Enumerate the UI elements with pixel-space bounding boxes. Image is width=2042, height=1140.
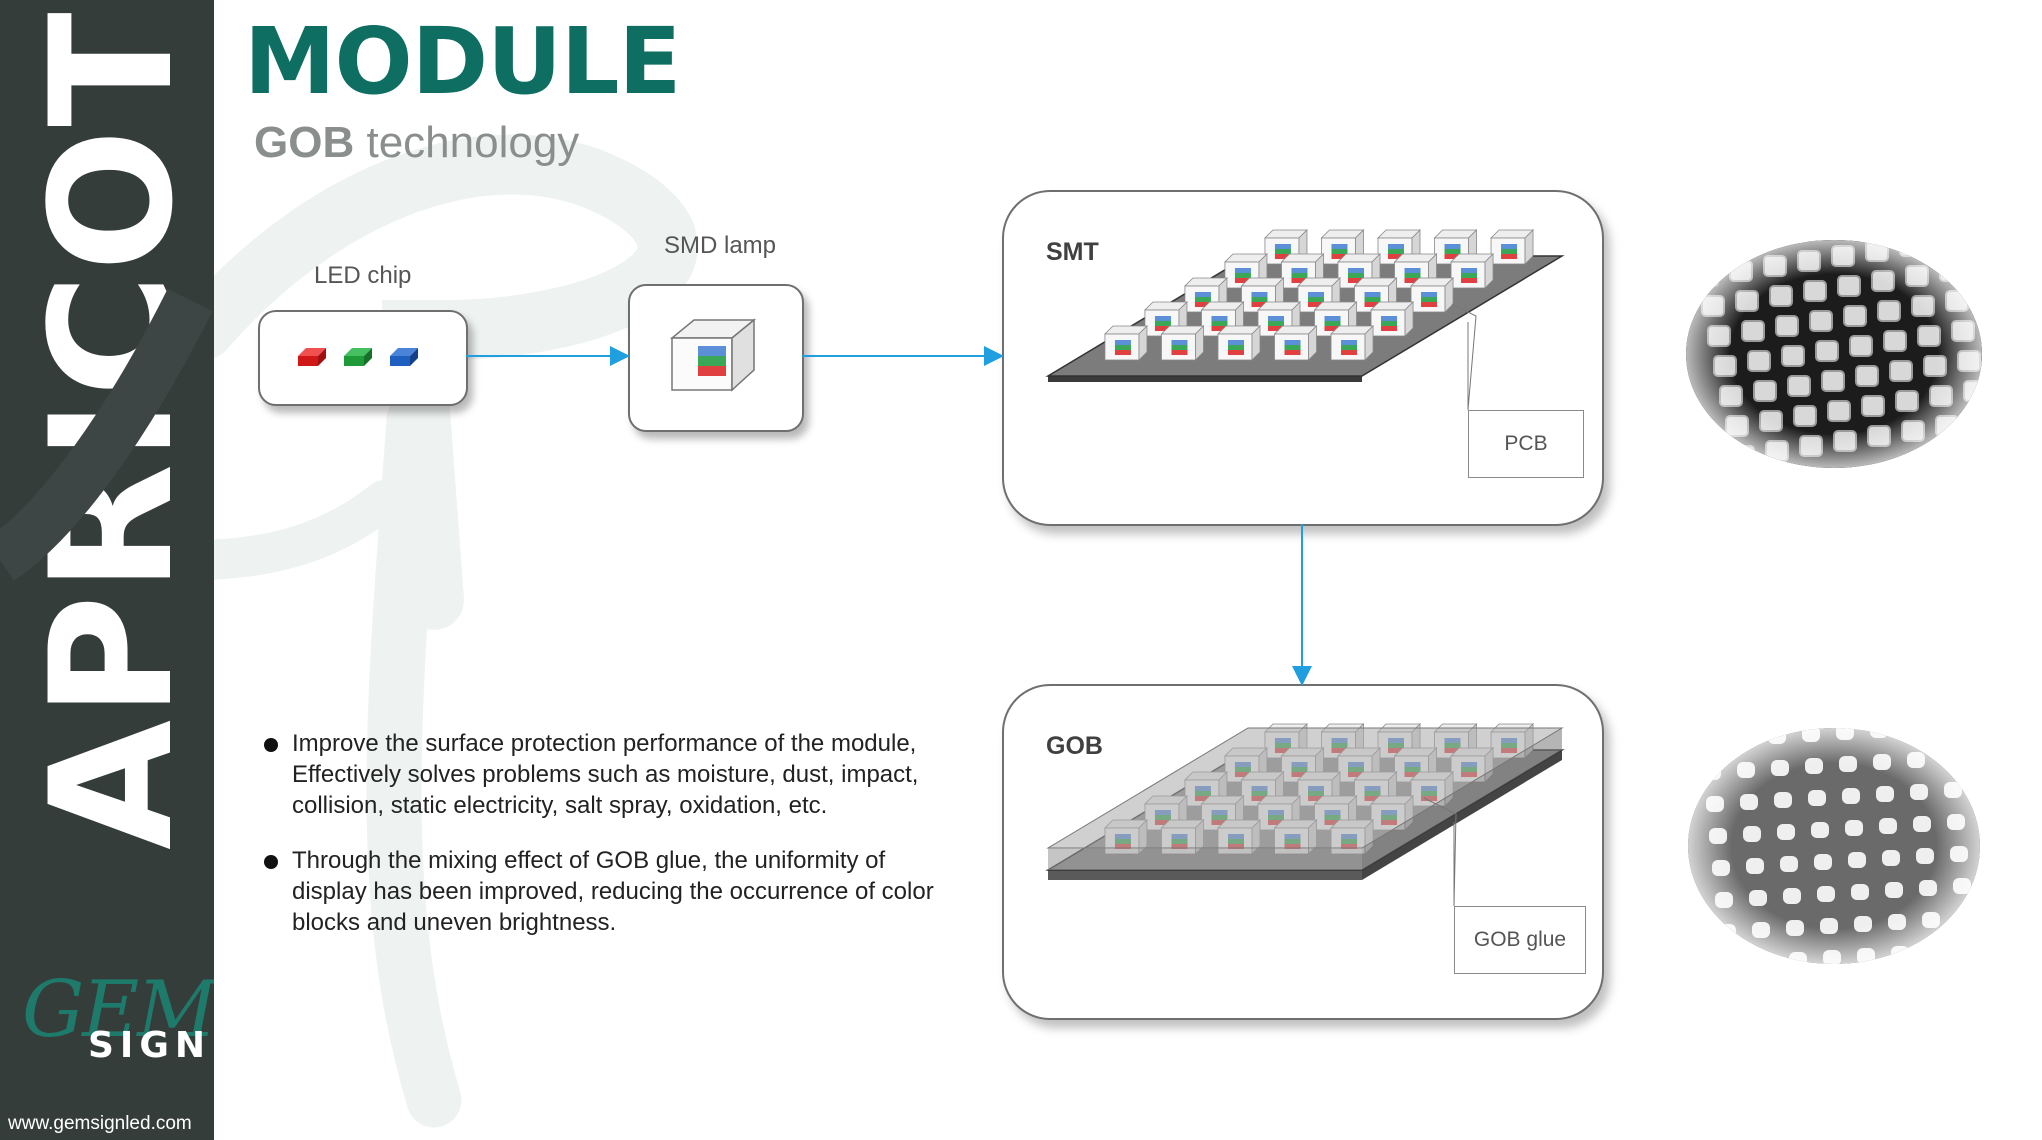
blue-chip <box>390 348 418 366</box>
feature-list: Improve the surface protection performan… <box>264 728 944 962</box>
smt-panel: SMT PCB <box>1002 190 1604 526</box>
gob-glue-callout: GOB glue <box>1454 906 1586 974</box>
green-chip <box>344 348 372 366</box>
smt-board <box>1045 229 1565 411</box>
smd-lamp-icon <box>669 318 757 392</box>
logo-gem: GEM <box>22 965 214 1055</box>
sidebar-swoosh <box>0 288 213 581</box>
website-link[interactable]: www.gemsignled.com <box>8 1113 192 1134</box>
gob-closeup-photo <box>1688 728 1980 964</box>
bullet-text: Improve the surface protection performan… <box>292 730 919 819</box>
smd-lamp-label: SMD lamp <box>664 232 777 259</box>
bullet-dot <box>264 738 278 752</box>
gob-title: GOB <box>1046 732 1103 760</box>
led-chip-label: LED chip <box>314 262 412 289</box>
subtitle-rest: technology <box>366 118 580 167</box>
led-chips-icon <box>298 348 418 366</box>
bullet-dot <box>264 855 278 869</box>
led-chip-box <box>258 310 468 406</box>
gob-board <box>1045 723 1565 907</box>
smt-title: SMT <box>1046 238 1099 266</box>
pcb-callout: PCB <box>1468 410 1584 478</box>
red-chip <box>298 348 326 366</box>
list-item: Improve the surface protection performan… <box>264 728 944 821</box>
background-swoosh <box>214 134 698 1128</box>
subtitle-bold: GOB <box>254 118 355 167</box>
logo-sign: SIGN <box>88 1025 211 1066</box>
smd-lamp-box <box>628 284 804 432</box>
smt-closeup-photo <box>1686 240 1982 468</box>
list-item: Through the mixing effect of GOB glue, t… <box>264 845 944 938</box>
gob-panel: GOB GOB glue <box>1002 684 1604 1020</box>
bullet-text: Through the mixing effect of GOB glue, t… <box>292 847 934 936</box>
page-title: MODULE <box>244 8 681 115</box>
sidebar: APRICOT GEM SIGN www.gemsignled.com <box>0 0 214 1140</box>
page-subtitle: GOB technology <box>254 118 579 168</box>
